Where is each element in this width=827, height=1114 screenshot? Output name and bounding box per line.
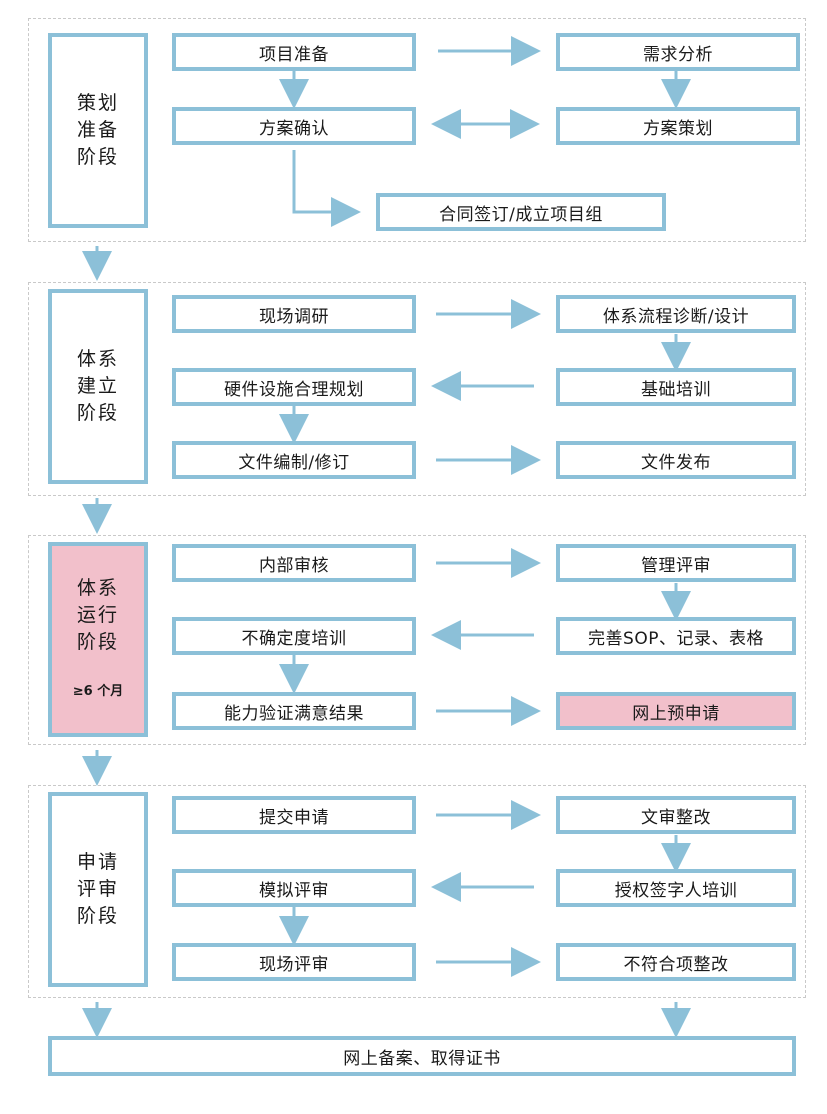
step-basic-training: 基础培训 (556, 368, 796, 406)
stage-label-planning: 策划 准备 阶段 (48, 33, 148, 228)
arrow-confirm-to-contract (292, 150, 361, 227)
step-onsite-review: 现场评审 (172, 943, 416, 981)
step-internal-audit: 内部审核 (172, 544, 416, 582)
step-plan-confirm: 方案确认 (172, 107, 416, 145)
stage-frame-application (28, 785, 806, 998)
step-mock-review: 模拟评审 (172, 869, 416, 907)
stage-frame-planning (28, 18, 806, 242)
step-signatory-training: 授权签字人培训 (556, 869, 796, 907)
step-project-prep: 项目准备 (172, 33, 416, 71)
final-step: 网上备案、取得证书 (48, 1036, 796, 1076)
duration-note: ≥6 个月 (72, 683, 124, 699)
step-hardware-plan: 硬件设施合理规划 (172, 368, 416, 406)
stage-label-application: 申请 评审 阶段 (48, 792, 148, 987)
step-doc-edit: 文件编制/修订 (172, 441, 416, 479)
step-nonconformity-fix: 不符合项整改 (556, 943, 796, 981)
step-proficiency: 能力验证满意结果 (172, 692, 416, 730)
step-uncertainty-training: 不确定度培训 (172, 617, 416, 655)
stage-label-establish: 体系 建立 阶段 (48, 289, 148, 484)
step-improve-sop: 完善SOP、记录、表格 (556, 617, 796, 655)
stage-frame-operation (28, 535, 806, 745)
stage-frame-establish (28, 282, 806, 496)
step-mgmt-review: 管理评审 (556, 544, 796, 582)
step-submit-apply: 提交申请 (172, 796, 416, 834)
step-contract: 合同签订/成立项目组 (376, 193, 666, 231)
step-diagnosis: 体系流程诊断/设计 (556, 295, 796, 333)
step-plan-design: 方案策划 (556, 107, 800, 145)
step-online-pre-apply: 网上预申请 (556, 692, 796, 730)
step-doc-release: 文件发布 (556, 441, 796, 479)
step-needs-analysis: 需求分析 (556, 33, 800, 71)
stage-label-operation: 体系 运行 阶段 ≥6 个月 (48, 542, 148, 737)
step-site-survey: 现场调研 (172, 295, 416, 333)
step-doc-review-fix: 文审整改 (556, 796, 796, 834)
